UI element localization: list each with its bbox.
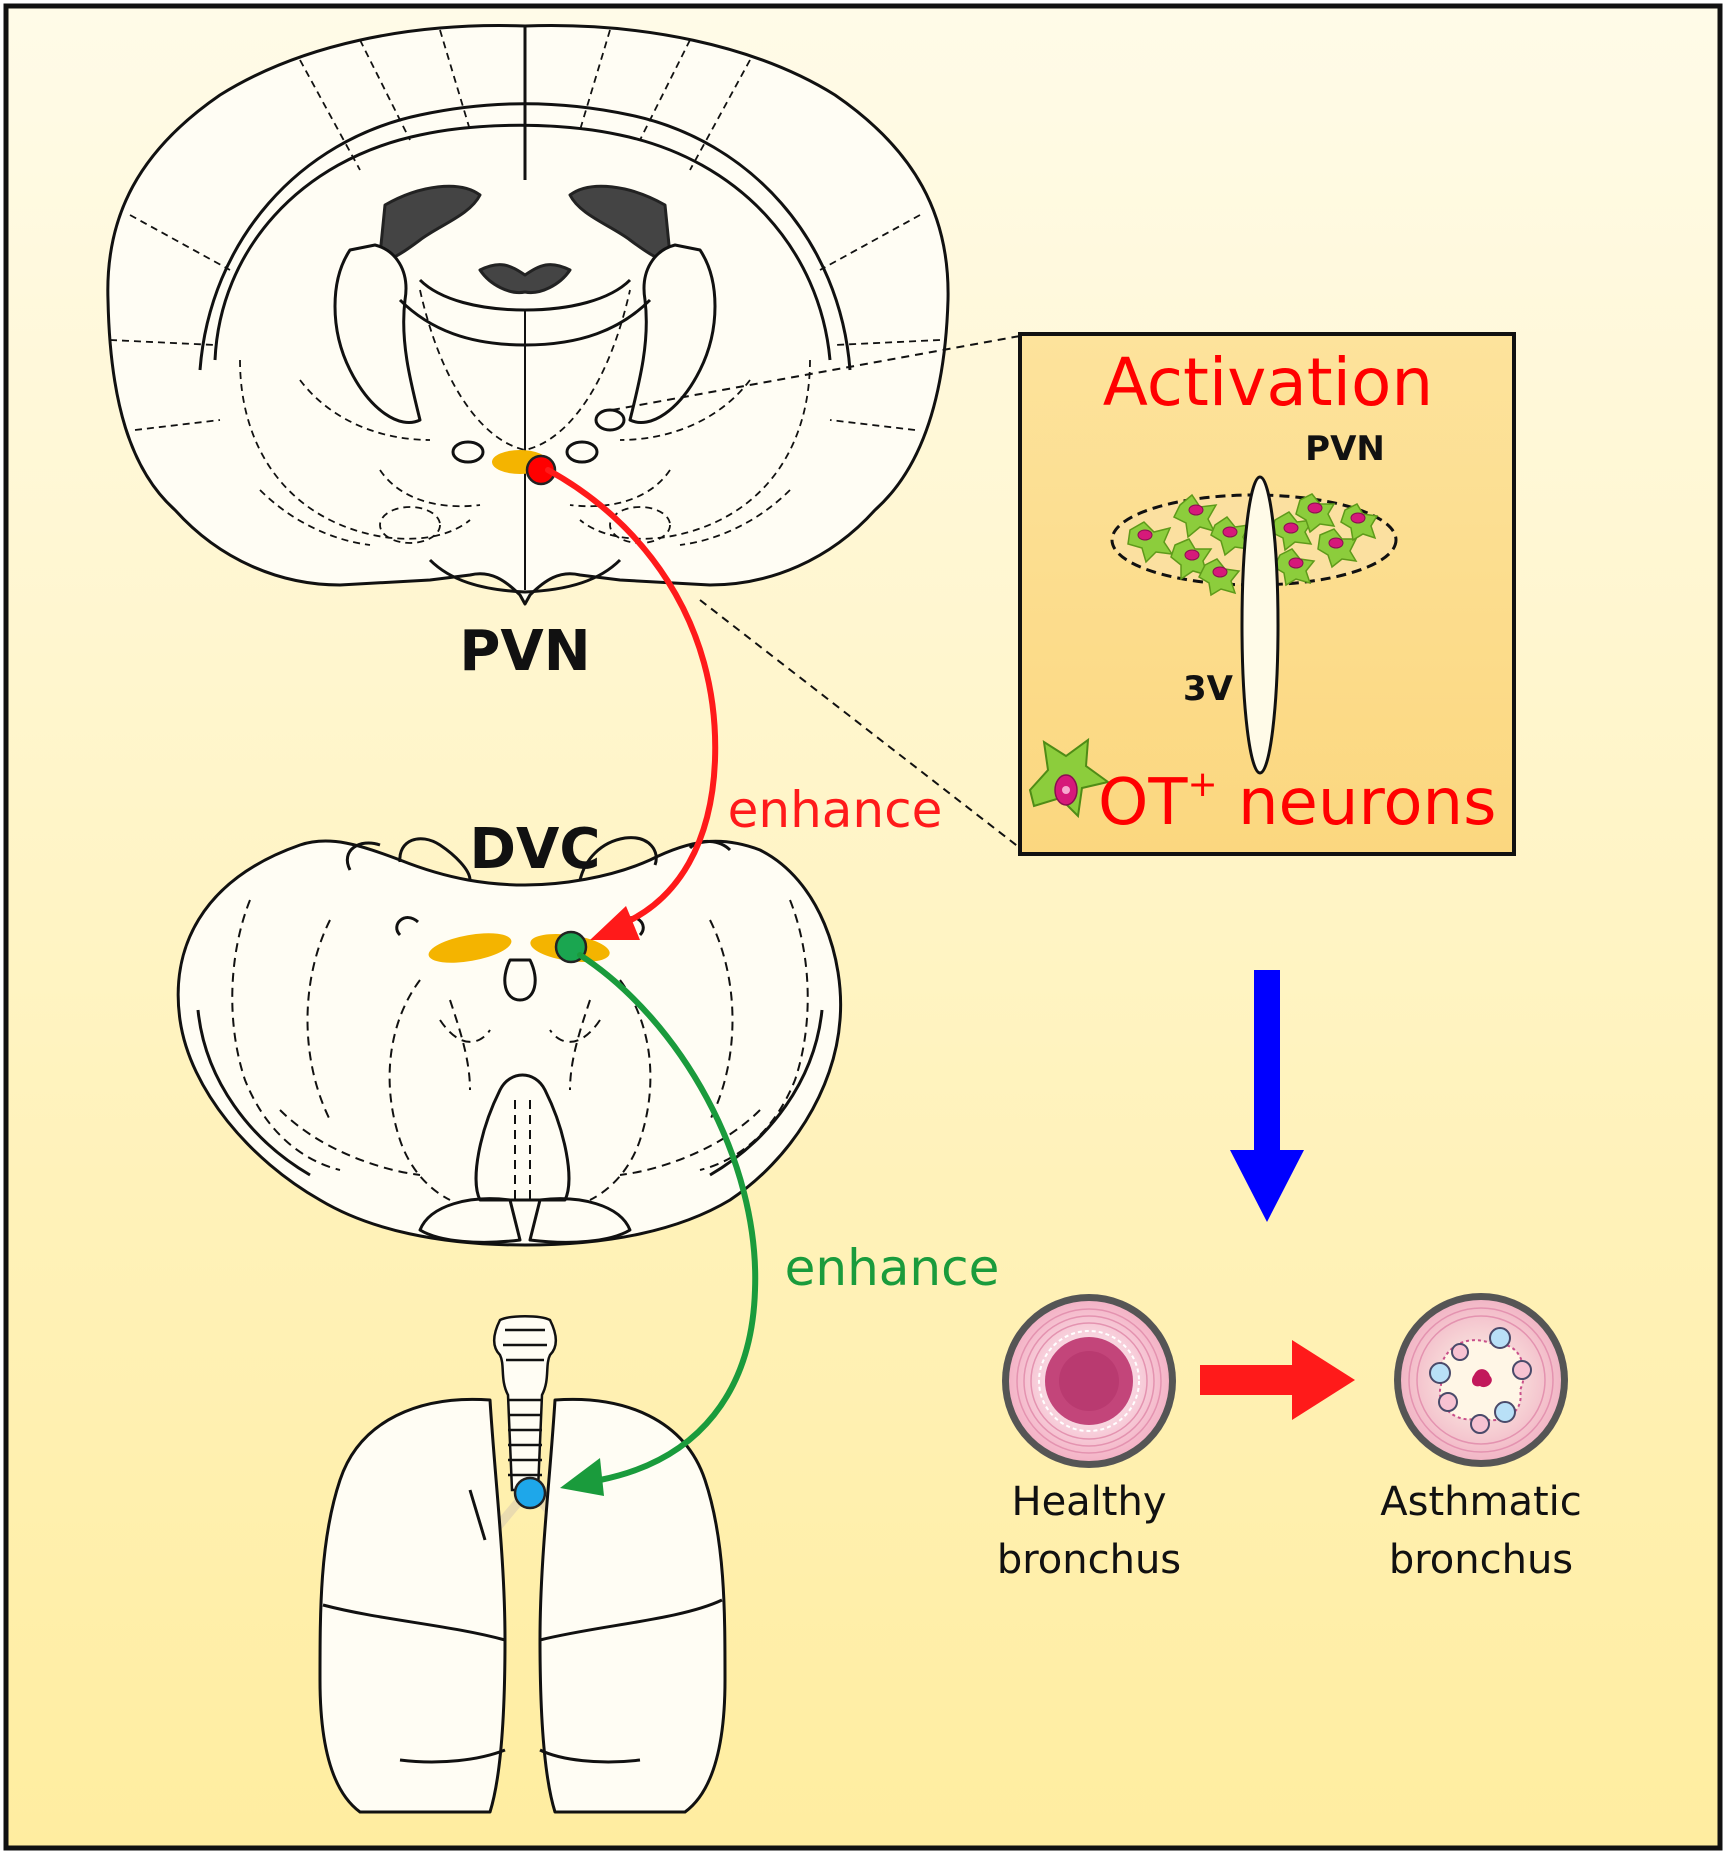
healthy-label-line1: Healthy [1011,1479,1166,1525]
enhance-arrow-dvc-to-lung [560,952,759,1496]
activation-inset: Activation PVN 3V [1018,332,1516,856]
inset-title: Activation [1103,344,1433,421]
ot-neuron-nuclei [1137,502,1366,578]
enhance-arrow-pvn-to-dvc [545,467,719,940]
trachea [493,1315,557,1492]
asthmatic-bronchus [1394,1293,1568,1467]
lungs [318,1315,727,1814]
brainstem-dvc-label: DVC [470,817,601,882]
asthmatic-label-line1: Asthmatic [1380,1479,1582,1525]
enhance-label-green: enhance [785,1239,1000,1297]
dvc-nucleus-left [428,933,512,963]
healthy-bronchus [1002,1294,1176,1468]
lung-dot [513,1476,547,1510]
red-right-arrow [1200,1340,1355,1420]
pvn-dot [525,454,557,486]
asthmatic-label-line2: bronchus [1389,1537,1573,1583]
enhance-label-red: enhance [728,781,943,839]
brain-coronal-section [106,24,950,606]
healthy-label-line2: bronchus [997,1537,1181,1583]
ot-superscript: + [1187,764,1217,805]
zoom-lines [611,335,1021,849]
inset-pvn-label: PVN [1305,429,1385,469]
ot-label: OT [1098,766,1188,840]
down-arrow-blue [1230,970,1304,1222]
brain-pvn-label: PVN [459,619,590,684]
ot-neurons-suffix: neurons [1218,766,1497,840]
brain-dashed-outlines [109,29,941,546]
inset-3v-label: 3V [1183,669,1234,709]
ot-neuron-legend-icon [1028,737,1111,819]
third-ventricle [1240,475,1280,775]
brainstem-section [176,836,843,1247]
brainstem-dashed-outlines [231,899,809,1201]
ot-neurons-legend-label: OT+ neurons [1098,764,1496,840]
